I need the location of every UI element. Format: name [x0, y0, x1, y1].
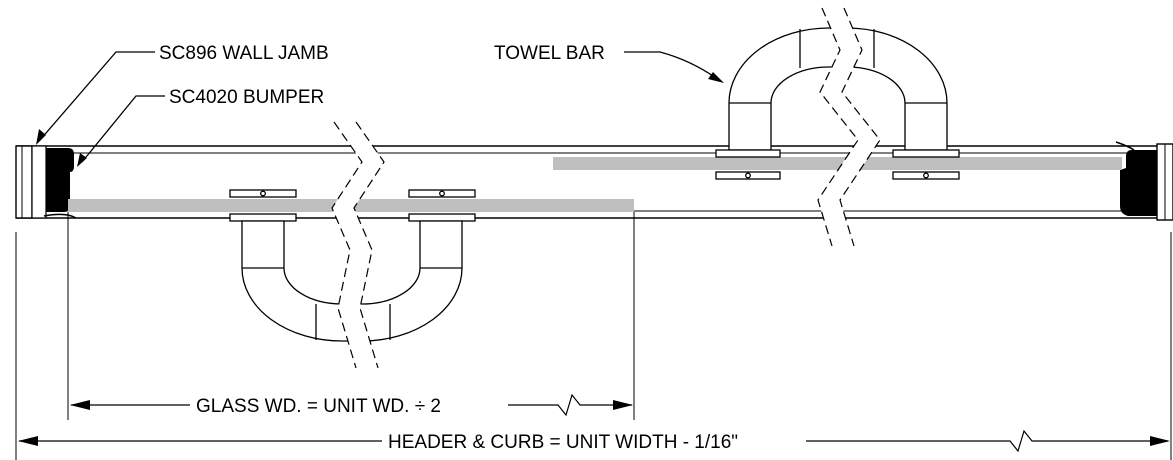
washer	[229, 213, 297, 222]
callout-arrowheads	[36, 72, 724, 167]
screw	[745, 172, 751, 179]
wall-jamb-leader	[39, 51, 155, 141]
screw	[923, 172, 929, 179]
towel-bar-leader	[624, 51, 717, 79]
screw	[439, 190, 445, 197]
upper-towel-bar	[715, 27, 960, 180]
break-lines	[331, 7, 881, 369]
washer	[408, 213, 476, 222]
wall-jamb-label: SC896 WALL JAMB	[159, 43, 329, 64]
washer	[715, 149, 781, 158]
bumper-label: SC4020 BUMPER	[169, 87, 324, 108]
screw	[260, 190, 266, 197]
sliding-glass-panel	[553, 157, 1122, 170]
glass-width-label: GLASS WD. = UNIT WD. ÷ 2	[196, 396, 441, 417]
extension-lines	[15, 212, 1172, 460]
glass-width-dimension: GLASS WD. = UNIT WD. ÷ 2	[70, 393, 633, 417]
callout-leaders	[39, 51, 717, 163]
right-wall-jamb	[1115, 141, 1173, 221]
left-wall-jamb	[15, 145, 77, 219]
header-curb-label: HEADER & CURB = UNIT WIDTH - 1/16"	[388, 432, 738, 453]
header-curb-dimension: HEADER & CURB = UNIT WIDTH - 1/16"	[18, 429, 1170, 453]
wall-jamb-profile	[46, 148, 74, 212]
washer	[892, 149, 960, 158]
right-bumper-profile	[1120, 150, 1157, 216]
bumper-leader	[81, 95, 165, 163]
towel-bar-label: TOWEL BAR	[494, 43, 605, 64]
lower-towel-bar	[229, 189, 476, 342]
